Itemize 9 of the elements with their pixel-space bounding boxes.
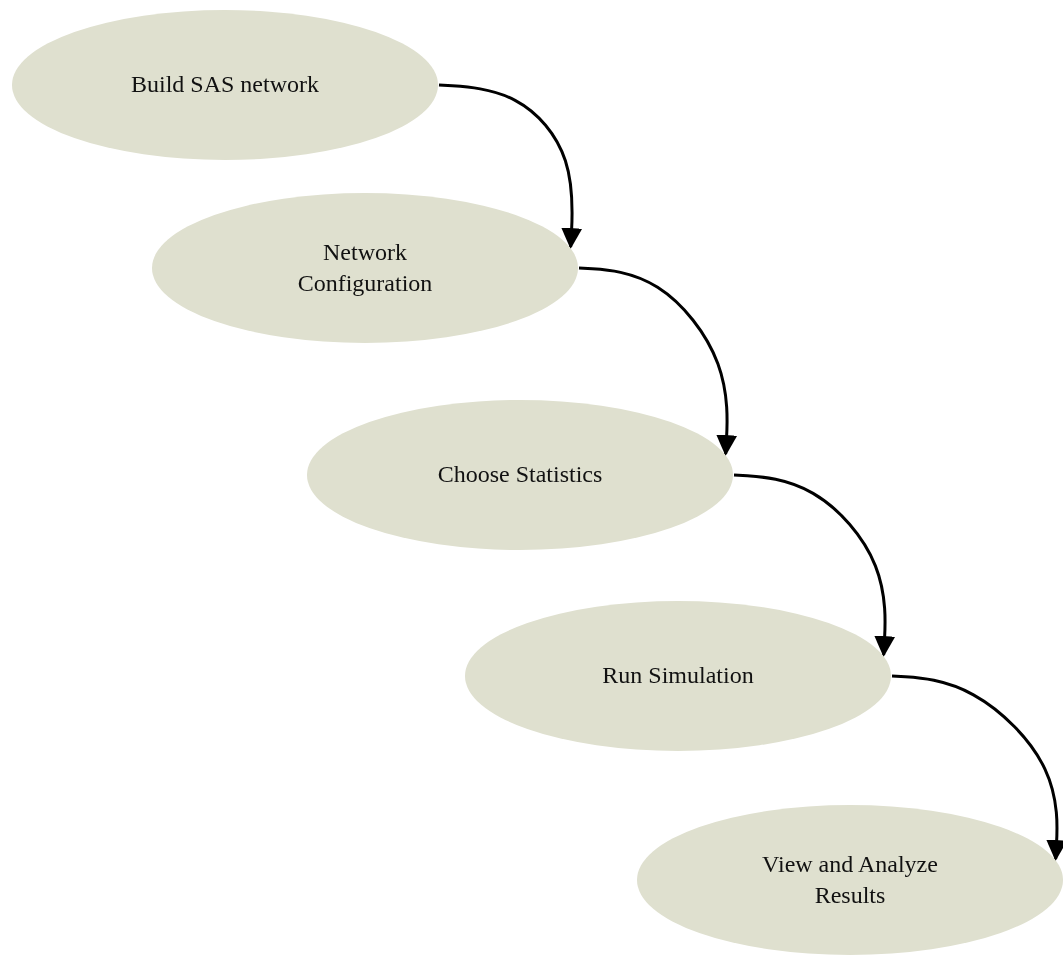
step-label: Run Simulation [602, 661, 754, 691]
arrow [733, 473, 896, 658]
step-label: Build SAS network [131, 70, 319, 100]
step-label: Choose Statistics [437, 460, 603, 490]
arrow [578, 266, 738, 457]
arrow [438, 83, 583, 250]
arrow [891, 674, 1063, 862]
step-label: Network Configuration [296, 237, 434, 298]
step-label: View and Analyze Results [761, 849, 939, 910]
